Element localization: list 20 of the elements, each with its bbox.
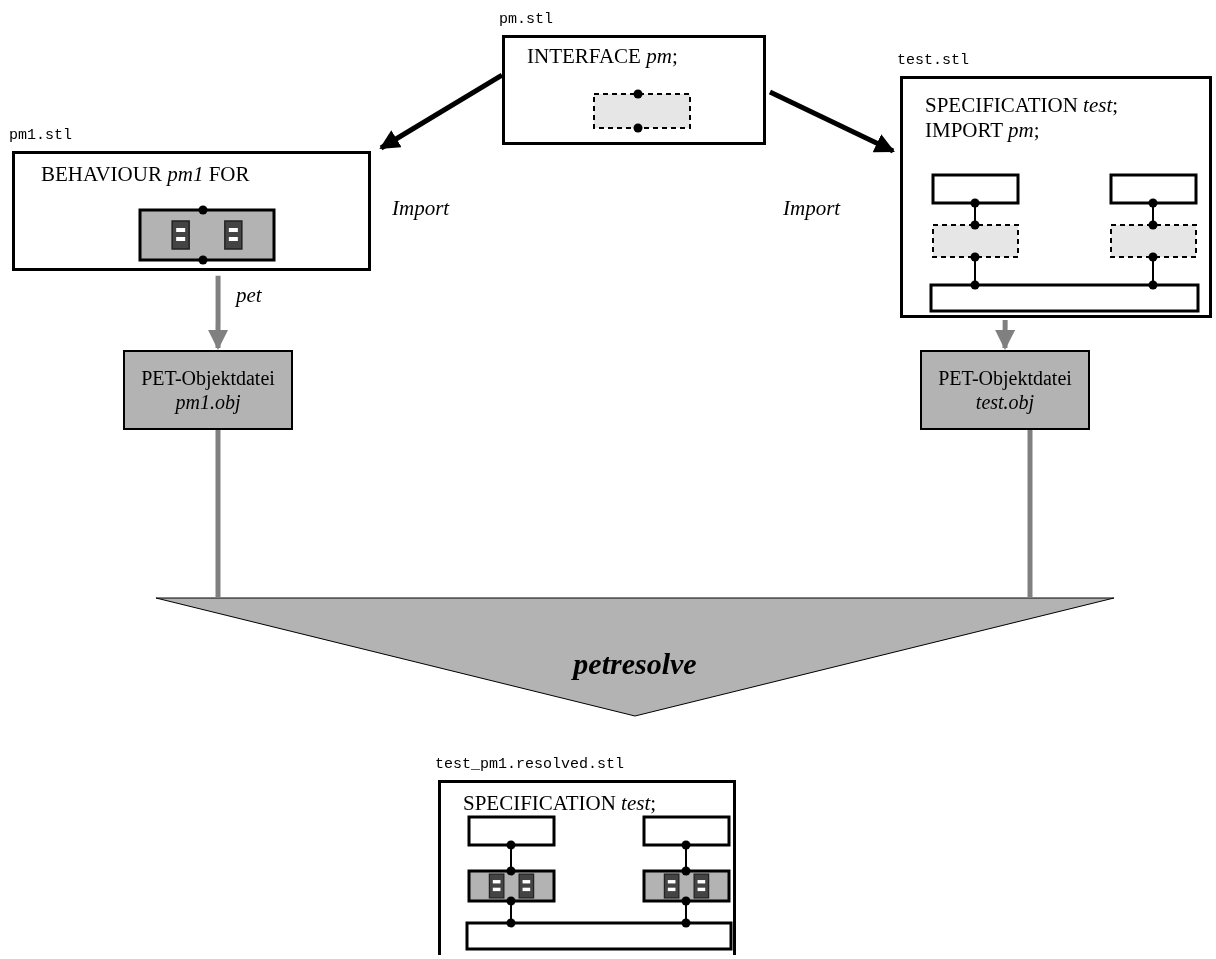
code-text: BEHAVIOUR pm1 FOR <box>41 162 250 188</box>
arrow <box>768 89 895 154</box>
connector-line <box>215 430 221 597</box>
tool-name: petresolve <box>570 647 698 681</box>
merge-triangle <box>155 597 1115 717</box>
code-text: INTERFACE pm; <box>527 44 678 70</box>
object-file-label: PET-Objektdatei pm1.obj <box>140 366 276 414</box>
arrow <box>208 275 229 350</box>
object-file-label: PET-Objektdatei test.obj <box>937 366 1073 414</box>
file-name: pm1.stl <box>9 127 72 144</box>
code-text: SPECIFICATION test; IMPORT pm; <box>925 93 1120 144</box>
file-name: test_pm1.resolved.stl <box>435 756 625 773</box>
object-file-box <box>123 350 293 430</box>
code-text: SPECIFICATION test; <box>463 791 657 817</box>
arrow <box>379 72 504 151</box>
file-name: test.stl <box>897 52 969 69</box>
object-file-box <box>920 350 1090 430</box>
file-name: pm.stl <box>499 11 553 28</box>
connector-line <box>1027 430 1033 597</box>
arrow <box>995 319 1016 350</box>
